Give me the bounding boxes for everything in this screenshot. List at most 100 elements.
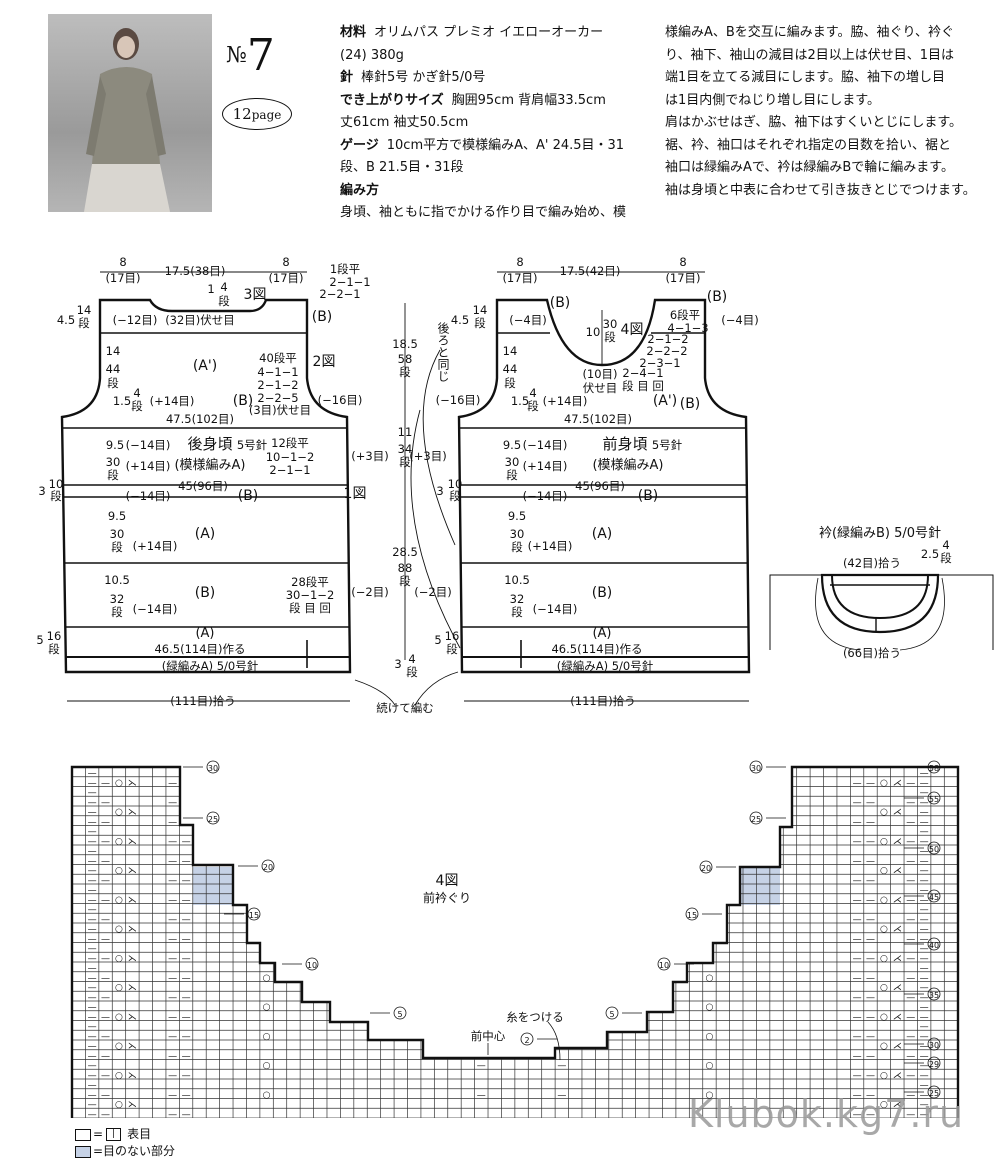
purl-symbol-icon: —: [906, 915, 915, 925]
yarn-over-symbol-icon: ○: [880, 1100, 888, 1110]
purl-symbol-icon: —: [866, 915, 875, 925]
front-label: 10.5: [504, 573, 530, 587]
back-label: 2−1−1: [329, 275, 370, 289]
yarn-over-symbol-icon: ○: [115, 837, 123, 847]
yarn-over-symbol-icon: ○: [880, 1042, 888, 1052]
purl-symbol-icon: —: [853, 1071, 862, 1081]
purl-symbol-icon: —: [88, 934, 97, 944]
middle-label: 28.5: [392, 545, 418, 559]
decrease-symbol-icon: ⋌: [893, 895, 902, 905]
purl-symbol-icon: —: [853, 973, 862, 983]
purl-symbol-icon: —: [168, 876, 177, 886]
purl-symbol-icon: —: [101, 778, 110, 788]
middle-label: 58: [398, 352, 413, 366]
back-label: 9.5: [106, 438, 124, 452]
back-label: 2−2−5: [257, 391, 298, 405]
instruction-heading: 材料: [340, 25, 367, 40]
right-edge-row-marker: 30: [929, 1041, 939, 1050]
purl-symbol-icon: —: [168, 915, 177, 925]
purl-symbol-icon: —: [88, 1032, 97, 1042]
purl-symbol-icon: —: [906, 1032, 915, 1042]
back-label: (17目): [105, 271, 140, 285]
yarn-over-symbol-icon: ○: [880, 808, 888, 818]
purl-symbol-icon: —: [88, 944, 97, 954]
purl-symbol-icon: —: [168, 1012, 177, 1022]
front-label: (B): [550, 295, 571, 311]
purl-symbol-icon: —: [866, 856, 875, 866]
middle-label: 88: [398, 561, 413, 575]
row-marker-circle: [605, 1006, 619, 1020]
purl-symbol-icon: —: [906, 798, 915, 808]
middle-dimension: [354, 303, 461, 706]
purl-symbol-icon: —: [920, 769, 929, 779]
row-marker-circle: [927, 1037, 941, 1051]
front-label: 段: [511, 540, 523, 554]
front-label: 4.5: [451, 313, 469, 327]
purl-symbol-icon: —: [182, 856, 191, 866]
purl-symbol-icon: —: [906, 1110, 915, 1120]
row-marker-circle: [206, 760, 220, 774]
purl-symbol-icon: —: [88, 1090, 97, 1100]
no-stitch-area-right: [740, 867, 780, 905]
purl-symbol-icon: —: [920, 886, 929, 896]
purl-symbol-icon: —: [557, 1090, 566, 1100]
decrease-symbol-icon: ⋌: [893, 954, 902, 964]
decrease-symbol-icon: ⋋: [128, 837, 137, 847]
left-row-marker: 20: [263, 863, 273, 872]
purl-symbol-icon: —: [101, 1090, 110, 1100]
front-label: 4−1−3: [667, 321, 708, 335]
right-inner-row-marker: 25: [751, 815, 761, 824]
back-body-schematic: [60, 271, 352, 702]
instruction-line: 様編みA、Bを交互に編みます。脇、袖ぐり、衿ぐ: [665, 25, 954, 40]
purl-symbol-icon: —: [853, 837, 862, 847]
legend-knit: =|表目: [75, 1126, 151, 1142]
instruction-line: 編み方: [340, 180, 626, 203]
back-label: 1.5: [113, 394, 131, 408]
purl-symbol-icon: —: [88, 769, 97, 779]
front-center-note: 前中心: [471, 1029, 506, 1043]
purl-symbol-icon: —: [182, 915, 191, 925]
yarn-over-symbol-icon: ○: [263, 1003, 271, 1013]
front-label: 14: [473, 303, 488, 317]
back-label: 32: [110, 592, 125, 606]
back-label: (111目)拾う: [170, 694, 235, 708]
front-label: 47.5(102目): [564, 412, 632, 426]
decrease-symbol-icon: ⋋: [128, 1012, 137, 1022]
no-stitch-area-left: [193, 867, 233, 905]
purl-symbol-icon: —: [101, 895, 110, 905]
purl-symbol-icon: —: [853, 856, 862, 866]
right-inner-row-marker: 30: [751, 764, 761, 773]
back-label: (B): [238, 488, 259, 504]
back-label: 段: [107, 468, 119, 482]
legend-equals: =: [93, 1127, 104, 1141]
purl-symbol-icon: —: [182, 895, 191, 905]
back-label: (B): [233, 393, 254, 409]
purl-symbol-icon: —: [88, 837, 97, 847]
front-label: 前身頃: [602, 435, 647, 453]
purl-symbol-icon: —: [182, 934, 191, 944]
front-label: (模様編みA): [592, 457, 663, 473]
row-marker-circle: [657, 957, 671, 971]
back-label: 1: [207, 282, 214, 296]
purl-symbol-icon: —: [853, 778, 862, 788]
front-label: (−2目): [414, 585, 451, 599]
front-label: 46.5(114目)作る: [551, 642, 642, 656]
instruction-line: 身頃、袖ともに指でかける作り目で編み始め、模: [340, 202, 626, 225]
purl-symbol-icon: —: [866, 993, 875, 1003]
front-label: (10目): [582, 367, 617, 381]
decrease-symbol-icon: ⋌: [893, 1012, 902, 1022]
collar-label: (42目)拾う: [843, 556, 901, 570]
purl-symbol-icon: —: [920, 788, 929, 798]
front-label: (A): [592, 526, 613, 542]
right-edge-row-marker: 50: [929, 845, 939, 854]
front-label: 段: [511, 605, 523, 619]
purl-symbol-icon: —: [88, 1061, 97, 1071]
front-label: 30: [510, 527, 525, 541]
collar-label: 4: [942, 538, 949, 552]
purl-symbol-icon: —: [182, 1012, 191, 1022]
back-label: 10: [49, 477, 64, 491]
right-inner-row-marker: 2: [524, 1036, 529, 1045]
purl-symbol-icon: —: [88, 1003, 97, 1013]
back-label: 10.5: [104, 573, 130, 587]
purl-symbol-icon: —: [557, 973, 566, 983]
